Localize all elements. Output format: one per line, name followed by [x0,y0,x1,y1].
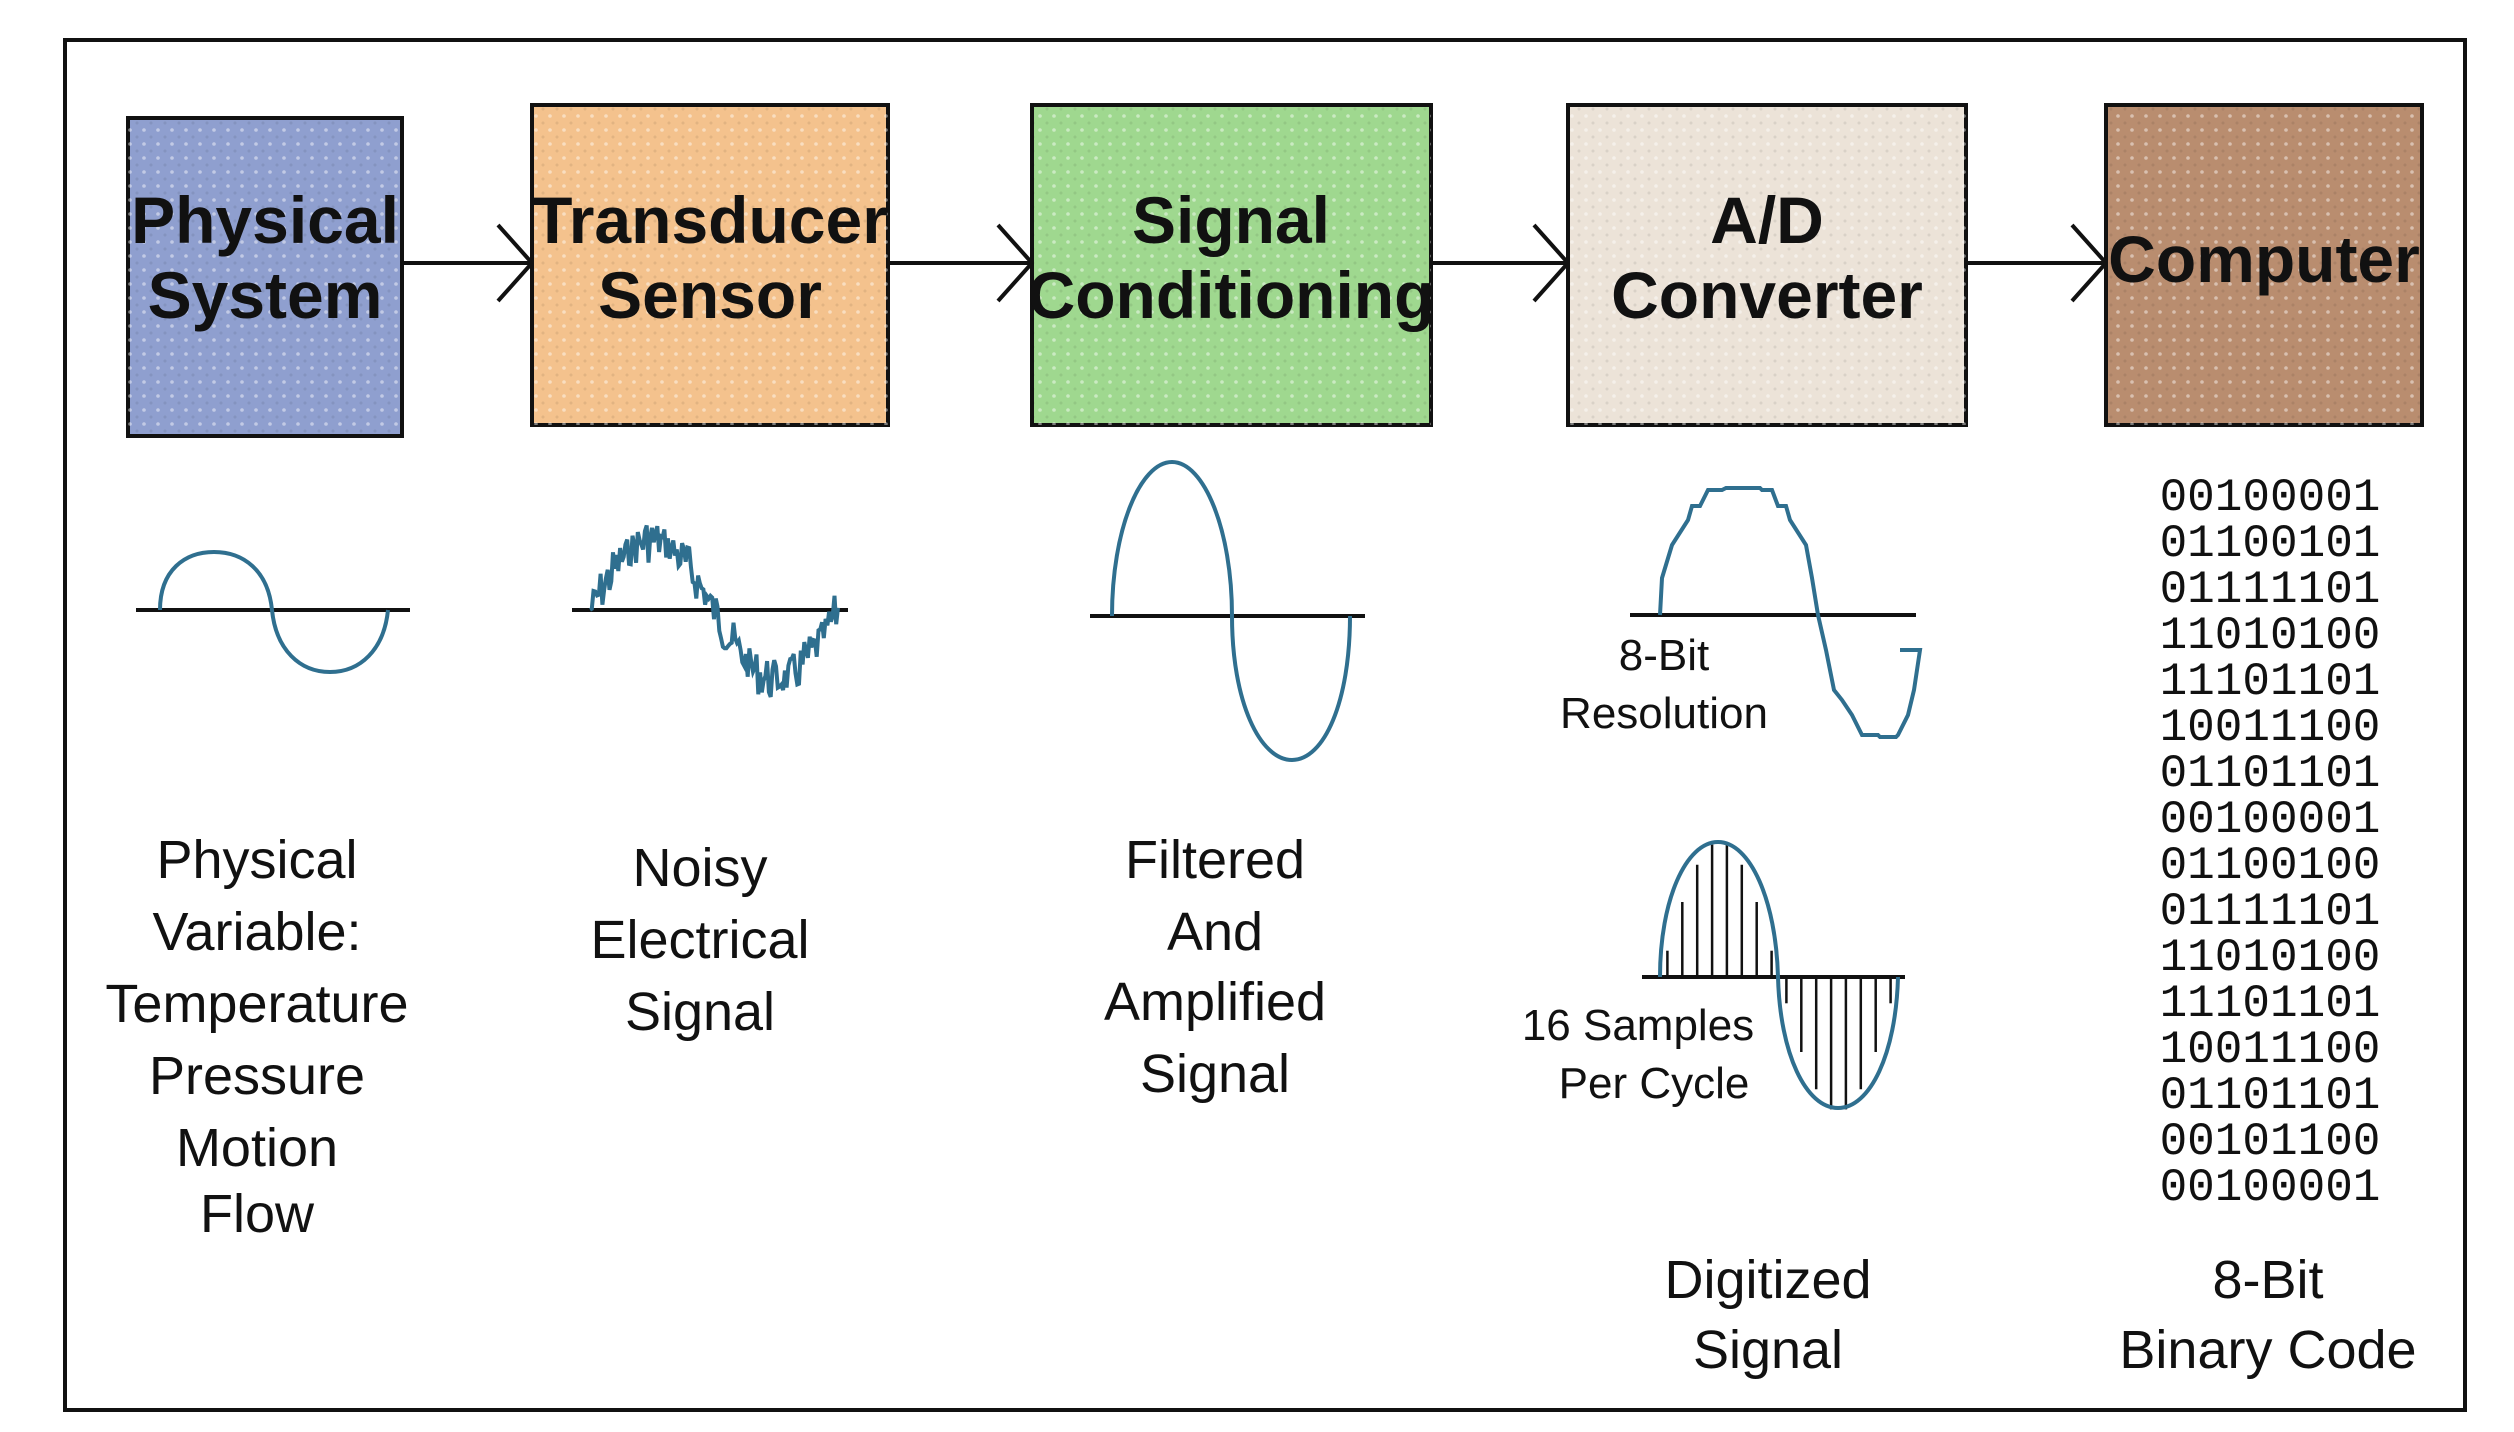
caption-filtered-line-1: Filtered [1125,830,1305,890]
caption-digitized-line-2: Signal [1693,1320,1843,1380]
samples-note-line-1: 16 Samples [1522,1001,1754,1050]
block-physical-system: Physical System [126,116,404,438]
waveform-samples: 16 Samples Per Cycle [1522,839,1905,1111]
resolution-note-line-1: 8-Bit [1619,631,1709,680]
sample-lines [1666,844,1892,1110]
caption-physical-line-4: Pressure [149,1046,365,1106]
waveform-physical [136,549,410,675]
block-transducer-sensor-line-2: Sensor [598,258,822,332]
block-computer: Computer [2104,103,2424,427]
caption-physical-line-6: Flow [200,1184,315,1244]
caption-noisy-line-2: Electrical [590,910,809,970]
binary-line: 01111101 [2160,564,2381,616]
caption-noisy-line-3: Signal [625,982,775,1042]
block-transducer-sensor: Transducer Sensor [530,103,890,427]
binary-line: 10011100 [2160,702,2381,754]
caption-filtered-signal: Filtered And Amplified Signal [1104,830,1326,1104]
waveform-filtered [1090,459,1365,763]
binary-line: 11010100 [2160,932,2381,984]
binary-line: 01101101 [2160,1070,2381,1122]
block-physical-system-line-2: System [148,258,383,332]
caption-filtered-line-2: And [1167,902,1263,962]
block-signal-conditioning: Signal Conditioning [1028,103,1435,427]
waveform-resolution: 8-Bit Resolution [1560,486,1923,739]
waveform-physical-curve [158,549,390,675]
caption-noisy-line-1: Noisy [632,838,767,898]
binary-line: 11101101 [2160,656,2381,708]
binary-code-column: 0010000101100101011111011101010011101101… [2160,472,2381,1214]
binary-line: 10011100 [2160,1024,2381,1076]
waveform-noisy-curve [589,524,840,698]
binary-line: 11101101 [2160,978,2381,1030]
waveform-samples-curve [1658,839,1900,1111]
binary-line: 01111101 [2160,886,2381,938]
binary-line: 01100100 [2160,840,2381,892]
waveform-noisy [572,524,848,698]
samples-note-line-2: Per Cycle [1559,1059,1750,1108]
binary-line: 11010100 [2160,610,2381,662]
block-physical-system-line-1: Physical [131,183,399,257]
block-ad-converter-line-1: A/D [1710,183,1824,257]
block-ad-converter: A/D Converter [1566,103,1968,427]
caption-filtered-line-4: Signal [1140,1044,1290,1104]
binary-line: 00101100 [2160,1116,2381,1168]
caption-digitized-signal: Digitized Signal [1664,1250,1871,1380]
block-computer-line-1: Computer [2108,222,2420,296]
binary-line: 01100101 [2160,518,2381,570]
resolution-note-line-2: Resolution [1560,689,1768,738]
block-signal-conditioning-line-2: Conditioning [1028,258,1435,332]
block-transducer-sensor-line-1: Transducer [532,183,888,257]
caption-physical-line-2: Variable: [152,902,361,962]
caption-filtered-line-3: Amplified [1104,972,1326,1032]
binary-line: 00100001 [2160,472,2381,524]
caption-physical-variable: Physical Variable: Temperature Pressure … [105,830,408,1244]
binary-line: 01101101 [2160,748,2381,800]
caption-noisy-signal: Noisy Electrical Signal [590,838,809,1042]
caption-binary-code: 8-Bit Binary Code [2119,1250,2416,1380]
caption-physical-line-1: Physical [156,830,357,890]
waveform-filtered-curve [1110,459,1352,763]
block-signal-conditioning-line-1: Signal [1132,183,1330,257]
block-ad-converter-line-2: Converter [1611,258,1923,332]
caption-binary-line-2: Binary Code [2119,1320,2416,1380]
caption-digitized-line-1: Digitized [1664,1250,1871,1310]
binary-line: 00100001 [2160,794,2381,846]
caption-physical-line-5: Motion [176,1118,338,1178]
binary-line: 00100001 [2160,1162,2381,1214]
caption-physical-line-3: Temperature [105,974,408,1034]
waveform-resolution-curve [1658,486,1923,739]
caption-binary-line-1: 8-Bit [2212,1250,2323,1310]
